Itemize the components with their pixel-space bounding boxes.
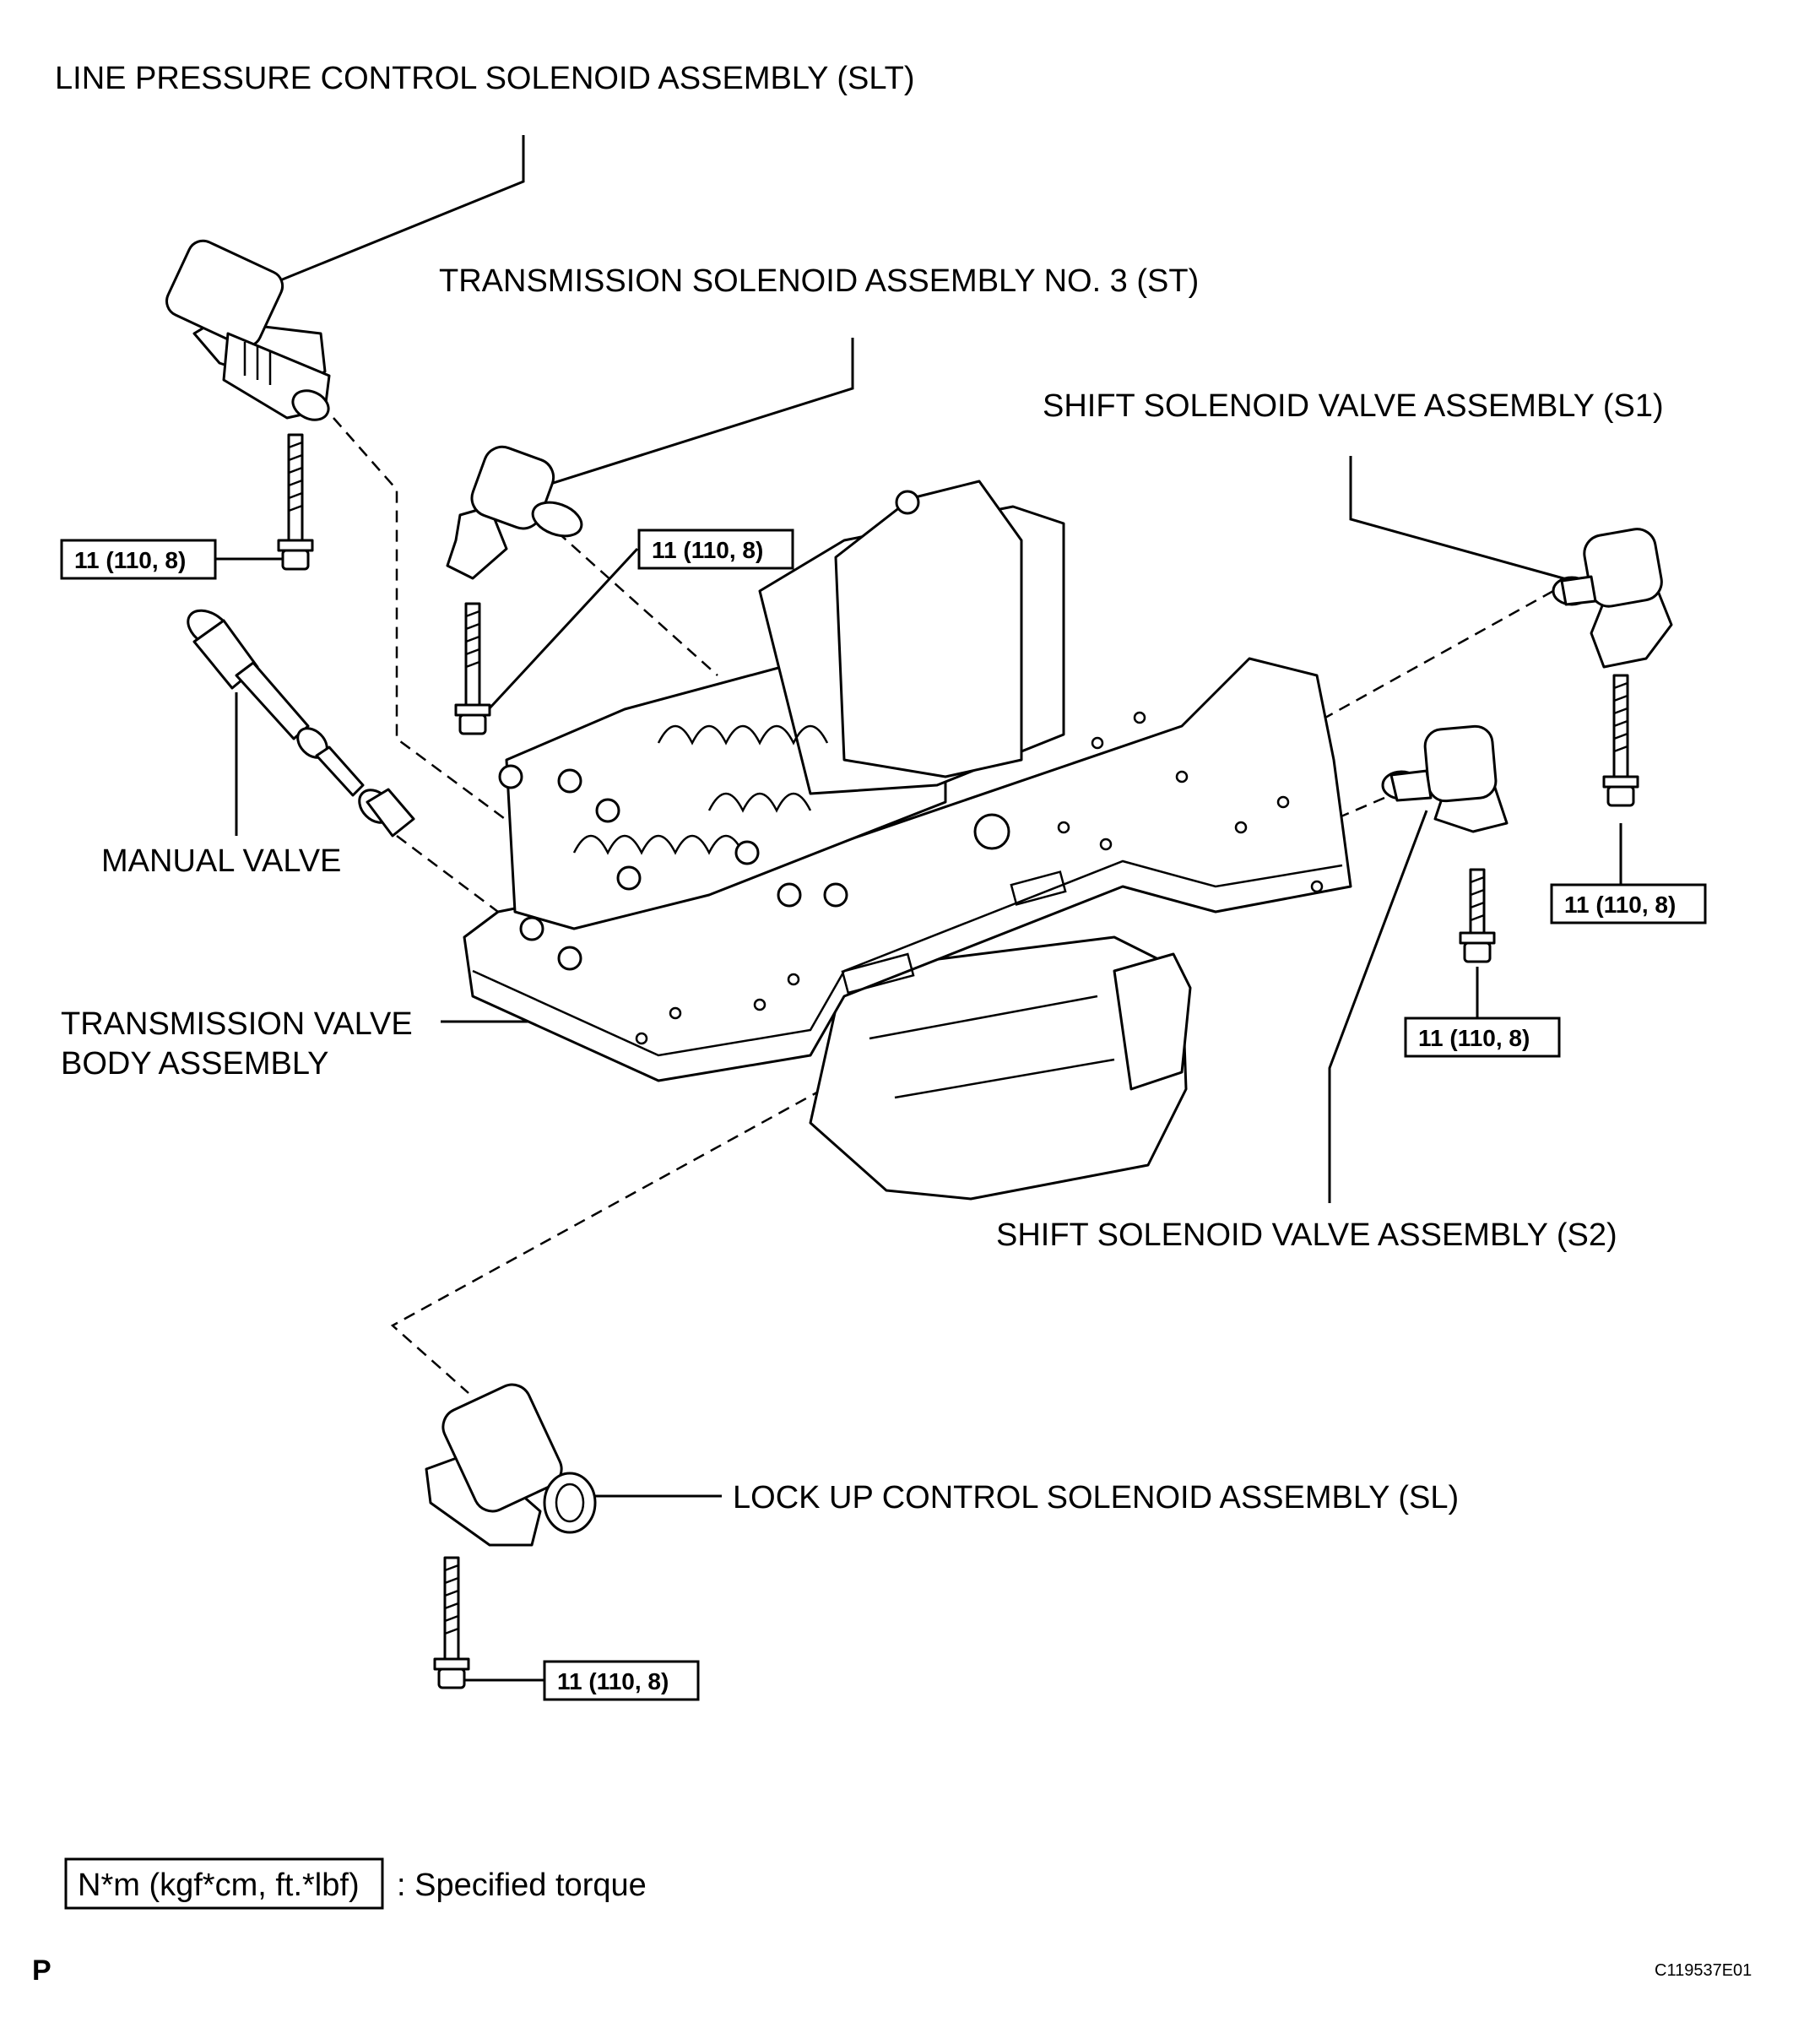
manual-valve-alignment-line	[396, 835, 516, 925]
slt-torque-value: 11 (110, 8)	[74, 547, 186, 573]
s1-torque-box: 11 (110, 8)	[1550, 883, 1707, 924]
slt-alignment-line	[333, 417, 512, 825]
s2-torque-value: 11 (110, 8)	[1418, 1025, 1530, 1051]
sl-bolt	[433, 1556, 470, 1689]
st-label: TRANSMISSION SOLENOID ASSEMBLY NO. 3 (ST…	[439, 263, 1199, 299]
valve-body-label-line1: TRANSMISSION VALVE	[61, 1006, 413, 1042]
manual-valve-label: MANUAL VALVE	[101, 843, 341, 879]
sl-alignment-line	[390, 1087, 824, 1394]
st-torque-box: 11 (110, 8)	[637, 529, 794, 570]
s1-leader-line	[1349, 456, 1579, 584]
legend-description: : Specified torque	[397, 1868, 647, 1903]
sl-label: LOCK UP CONTROL SOLENOID ASSEMBLY (SL)	[733, 1480, 1459, 1515]
sl-torque-box: 11 (110, 8)	[543, 1660, 700, 1701]
s2-torque-box: 11 (110, 8)	[1404, 1017, 1561, 1058]
slt-solenoid	[165, 239, 331, 421]
s2-leader-line	[1328, 810, 1428, 1203]
sl-solenoid	[425, 1383, 597, 1547]
slt-torque-box: 11 (110, 8)	[60, 539, 217, 580]
slt-label: LINE PRESSURE CONTROL SOLENOID ASSEMBLY …	[55, 61, 915, 96]
page-letter: P	[32, 1955, 51, 1987]
st-bolt-torque-leader	[475, 547, 639, 724]
s2-label: SHIFT SOLENOID VALVE ASSEMBLY (S2)	[996, 1217, 1617, 1253]
manual-valve	[187, 609, 415, 838]
transmission-valve-body	[463, 480, 1352, 1201]
st-leader-line	[531, 338, 854, 491]
slt-leader-line	[252, 135, 525, 293]
s1-torque-value: 11 (110, 8)	[1564, 892, 1676, 918]
s1-label: SHIFT SOLENOID VALVE ASSEMBLY (S1)	[1043, 388, 1664, 424]
illustration-code: C119537E01	[1655, 1961, 1752, 1980]
s1-solenoid	[1552, 528, 1673, 669]
st-alignment-line	[556, 531, 718, 676]
slt-bolt	[277, 433, 314, 571]
sl-torque-value: 11 (110, 8)	[557, 1668, 669, 1694]
st-torque-value: 11 (110, 8)	[652, 537, 763, 563]
torque-legend: N*m (kgf*cm, ft.*lbf) : Specified torque	[64, 1857, 647, 1910]
st-bolt	[454, 602, 491, 735]
valve-body-label-line2: BODY ASSEMBLY	[61, 1046, 329, 1082]
s1-bolt	[1602, 674, 1639, 807]
st-solenoid	[446, 445, 583, 580]
s2-bolt	[1459, 868, 1496, 963]
legend-unit: N*m (kgf*cm, ft.*lbf)	[78, 1868, 360, 1903]
s2-alignment-line	[1324, 796, 1385, 825]
s2-solenoid	[1381, 724, 1509, 833]
